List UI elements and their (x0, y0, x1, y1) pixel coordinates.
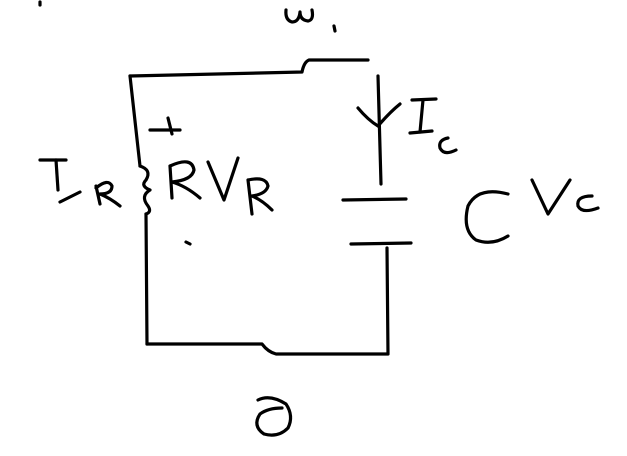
capacitor-voltage-label (530, 178, 600, 216)
resistor-plus-mark (148, 116, 182, 136)
resistor-symbol (138, 164, 152, 216)
bottom-node-label (255, 396, 293, 437)
resistor-voltage-label (206, 156, 274, 216)
bottom-wire (145, 246, 390, 356)
capacitor-label (464, 190, 510, 244)
resistor-label (168, 160, 202, 200)
resistor-minus-mark (184, 240, 192, 246)
top-wire (128, 58, 370, 78)
left-wire-lower (144, 212, 149, 346)
capacitor-bottom-plate (349, 241, 413, 246)
resistor-current-label (38, 158, 122, 208)
capacitor-current-label (408, 97, 458, 155)
left-wire-upper (128, 74, 142, 168)
capacitor-current-arrow (356, 102, 402, 128)
top-node-label (284, 8, 337, 33)
capacitor-top-plate (341, 197, 408, 202)
right-wire-upper (376, 74, 383, 186)
